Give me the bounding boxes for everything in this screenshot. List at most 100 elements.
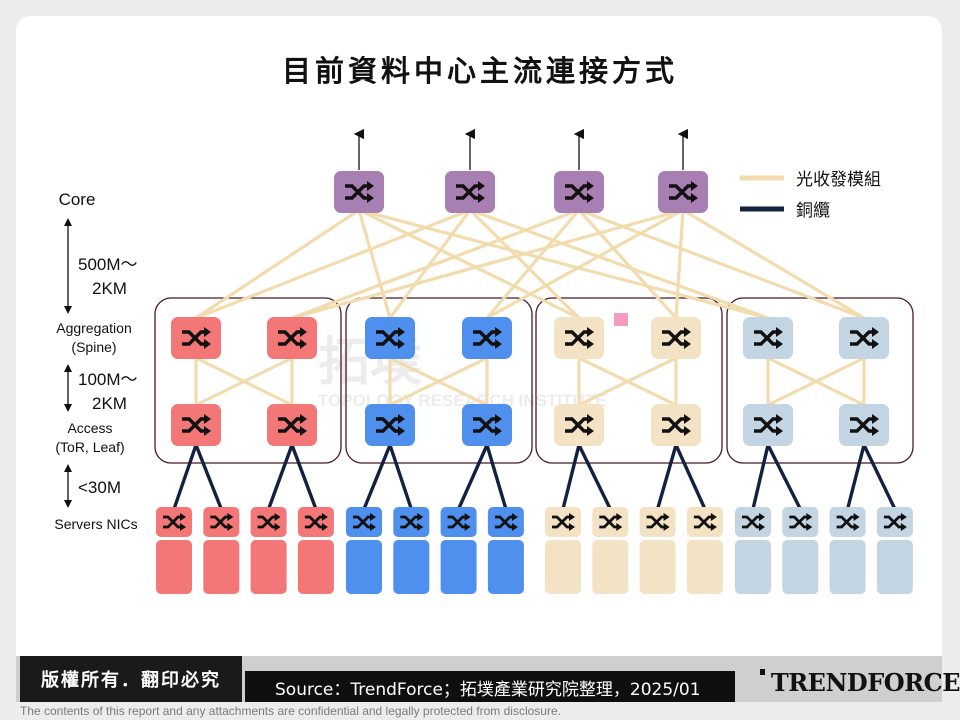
- core-switch-4: [658, 171, 708, 213]
- server-pod1-1: [156, 540, 192, 594]
- optical-link: [767, 356, 865, 407]
- server-pod2-1: [346, 540, 382, 594]
- optical-link: [291, 208, 684, 320]
- optical-link: [357, 209, 392, 319]
- copper-link: [561, 444, 581, 510]
- spine-switch-pod1-1: [171, 317, 221, 359]
- copper-link: [388, 444, 413, 510]
- copper-links: [172, 444, 897, 510]
- optical-link: [674, 209, 685, 319]
- distance-label-core-line1: 500M～: [78, 255, 138, 274]
- optical-links: [194, 208, 866, 407]
- server-nic-pod1-1: [156, 507, 192, 537]
- optical-link: [578, 356, 677, 407]
- pod-2-container: [345, 297, 533, 464]
- server-nic-pod4-2: [782, 507, 819, 537]
- server-nic-pod1-3: [250, 507, 287, 537]
- leaf-switch-pod4-2: [839, 404, 889, 446]
- optical-link: [195, 208, 360, 320]
- server-pod3-1: [545, 540, 581, 594]
- server-pod1-2: [203, 540, 240, 594]
- server-nic-pod4-1: [735, 507, 771, 537]
- server-pod3-4: [686, 540, 723, 594]
- optical-link: [291, 208, 580, 320]
- optical-link: [486, 208, 684, 320]
- server-pod1-3: [250, 540, 287, 594]
- copper-link: [577, 444, 612, 510]
- copyright-notice: 版權所有．翻印必究: [20, 656, 242, 702]
- server-nic-pod1-4: [297, 507, 334, 537]
- copper-link: [457, 444, 489, 510]
- server-nic-pod3-1: [545, 507, 581, 537]
- leaf-switch-pod3-1: [554, 404, 604, 446]
- source-box: [245, 671, 735, 702]
- leaf-switch-pod4-1: [743, 404, 793, 446]
- copper-link: [845, 444, 866, 510]
- optical-link: [388, 209, 472, 319]
- watermark-dot: [614, 313, 628, 326]
- spine-switch-pod3-2: [651, 317, 701, 359]
- server-nic-pod4-4: [876, 507, 913, 537]
- optical-link: [389, 356, 488, 407]
- server-pod2-4: [487, 540, 524, 594]
- copper-link: [655, 444, 678, 510]
- layer-label-servers: Servers NICs: [54, 516, 137, 532]
- legend-label-optical: 光收發模組: [796, 170, 881, 189]
- legend-label-copper: 銅纜: [796, 201, 830, 220]
- server-nic-pod1-2: [203, 507, 240, 537]
- server-pod3-3: [639, 540, 676, 594]
- copper-link: [362, 444, 392, 510]
- copper-link: [172, 444, 198, 510]
- leaf-switch-pod1-2: [267, 404, 317, 446]
- optical-link: [358, 208, 580, 320]
- distance-core-agg: 500M～ 2KM: [64, 218, 142, 314]
- layer-label-core: Core: [59, 190, 96, 209]
- disclaimer-text: The contents of this report and any atta…: [20, 704, 561, 718]
- spine-switch-pod2-2: [462, 317, 512, 359]
- server-nic-pod2-2: [393, 507, 430, 537]
- server-pod4-4: [876, 540, 913, 594]
- core-switch-3: [554, 171, 604, 213]
- server-nic-pod3-2: [592, 507, 629, 537]
- spine-switch-pod4-2: [839, 317, 889, 359]
- svg-text:<30M: <30M: [78, 478, 121, 497]
- svg-text:100M～ 2KM: 100M～ 2KM: [78, 370, 142, 413]
- leaf-switch-pod3-2: [651, 404, 701, 446]
- leaf-switch-pod2-1: [365, 404, 415, 446]
- server-pod3-2: [592, 540, 629, 594]
- server-nic-pod3-3: [639, 507, 676, 537]
- spine-switch-pod2-1: [365, 317, 415, 359]
- server-pod4-1: [735, 540, 771, 594]
- logo-wordmark: TRENDFORCE: [770, 667, 960, 697]
- pod-4-container: [726, 297, 914, 464]
- spine-switch-pod1-2: [267, 317, 317, 359]
- server-pod4-2: [782, 540, 819, 594]
- distance-label-core-line2: 2KM: [92, 279, 127, 298]
- copper-link: [194, 444, 223, 510]
- trendforce-logo: TRENDFORCE: [760, 665, 960, 699]
- optical-link: [578, 208, 865, 320]
- copper-link: [485, 444, 508, 510]
- source-text: Source：TrendForce；拓墣產業研究院整理，2025/01: [275, 680, 701, 700]
- optical-link: [468, 208, 581, 320]
- server-nic-pod3-4: [686, 507, 723, 537]
- server-nic-pod2-4: [487, 507, 524, 537]
- server-nic-pod2-1: [346, 507, 382, 537]
- copper-link: [751, 444, 770, 510]
- svg-text:500M～ 2KM: 500M～ 2KM: [78, 255, 142, 298]
- pod-3-container: [535, 297, 723, 464]
- optical-link: [577, 208, 678, 320]
- optical-link: [195, 208, 471, 320]
- layer-label-access: Access(ToR, Leaf): [55, 420, 124, 455]
- spine-switch-pod4-1: [743, 317, 793, 359]
- copper-link: [290, 444, 318, 510]
- leaf-switch-pod2-2: [462, 404, 512, 446]
- core-switch-2: [445, 171, 495, 213]
- trendforce-logo-icon: [760, 669, 765, 675]
- legend: 光收發模組 銅纜: [740, 170, 881, 220]
- server-pod4-3: [829, 540, 866, 594]
- copper-link: [766, 444, 802, 510]
- server-pod2-3: [440, 540, 477, 594]
- copper-link: [862, 444, 897, 510]
